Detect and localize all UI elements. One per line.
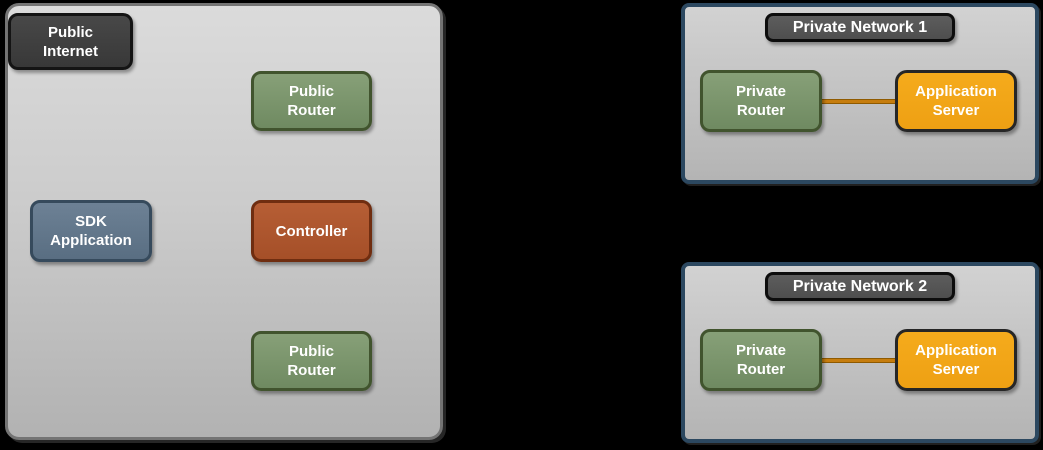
- node-private-router-1: Private Router: [700, 70, 822, 132]
- node-public-router-bottom: Public Router: [251, 331, 372, 391]
- node-controller: Controller: [251, 200, 372, 262]
- private-network-1-title: Private Network 1: [765, 13, 955, 42]
- connector-line-network-2: [822, 358, 895, 363]
- private-network-2-panel: Private Network 2 Private Router Applica…: [681, 262, 1039, 443]
- private-network-2-title: Private Network 2: [765, 272, 955, 301]
- public-cloud-panel: Public Internet Public Router SDK Applic…: [5, 3, 443, 440]
- private-network-1-panel: Private Network 1 Private Router Applica…: [681, 3, 1039, 184]
- node-public-router-top: Public Router: [251, 71, 372, 131]
- node-public-internet: Public Internet: [8, 13, 133, 70]
- node-application-server-2: Application Server: [895, 329, 1017, 391]
- node-sdk-application: SDK Application: [30, 200, 152, 262]
- node-application-server-1: Application Server: [895, 70, 1017, 132]
- node-private-router-2: Private Router: [700, 329, 822, 391]
- connector-line-network-1: [822, 99, 895, 104]
